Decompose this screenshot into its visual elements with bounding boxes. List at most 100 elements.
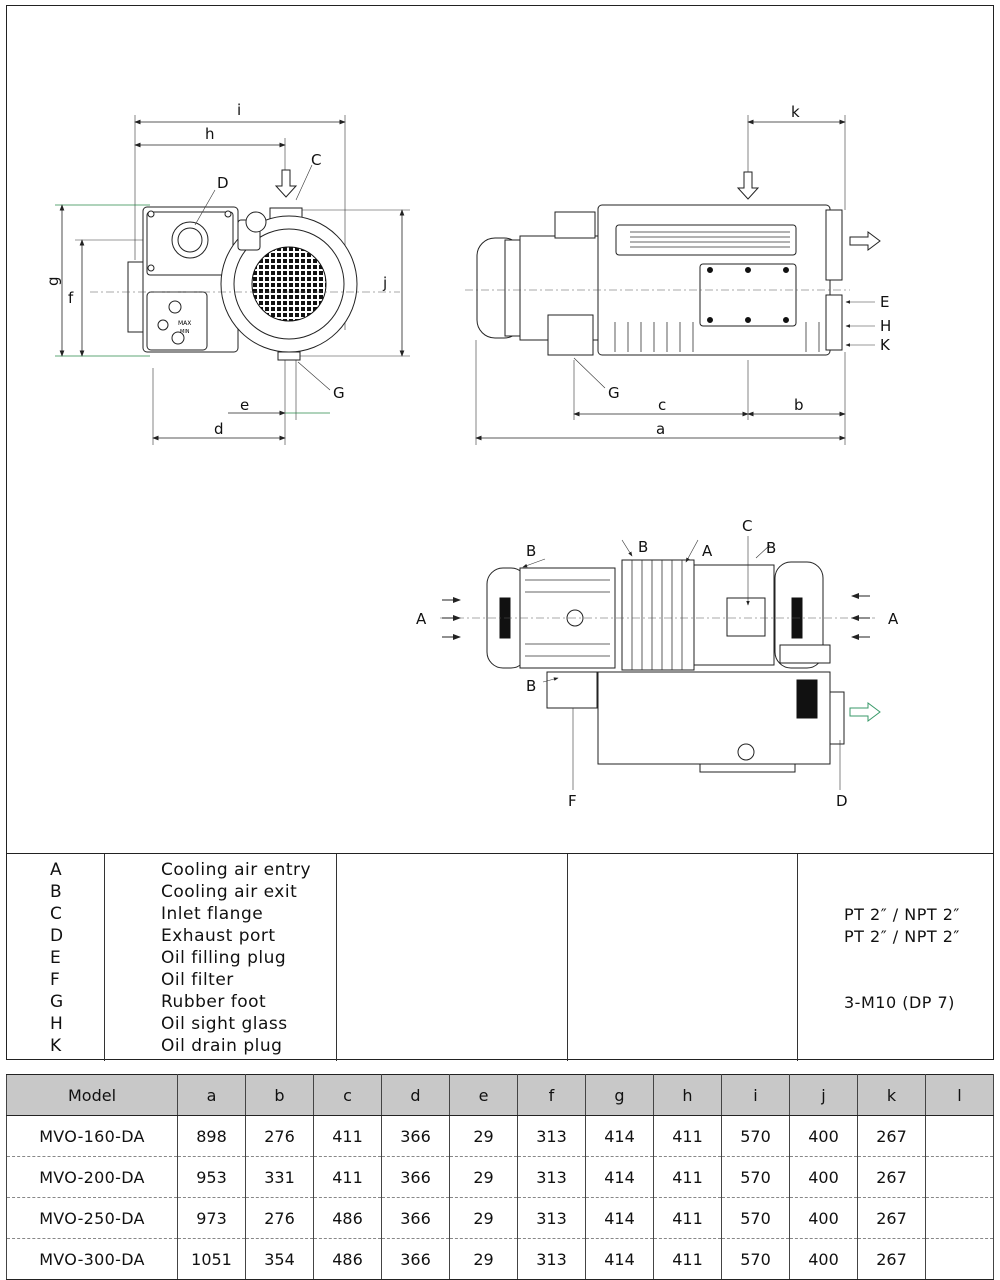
dimension-cell: 414	[585, 1238, 654, 1280]
dim-d-label: d	[214, 420, 224, 438]
dimension-cell: 267	[857, 1197, 926, 1239]
legend-letter: B	[50, 882, 63, 902]
model-cell: MVO-250-DA	[6, 1197, 178, 1239]
callout-d-top: D	[836, 792, 848, 810]
dimension-cell: 411	[653, 1115, 722, 1157]
legend-divider	[797, 854, 798, 1061]
callout-b-2: B	[638, 538, 648, 556]
dimension-cell: 570	[721, 1156, 790, 1198]
table-header-cell: Model	[6, 1074, 178, 1116]
dimension-cell: 486	[313, 1238, 382, 1280]
front-view: i h g f j e d	[44, 101, 410, 445]
gauge-min-label: MIN	[180, 329, 190, 335]
dimension-cell: 267	[857, 1238, 926, 1280]
dimension-cell: 267	[857, 1156, 926, 1198]
dimension-cell: 898	[177, 1115, 246, 1157]
table-header-cell: a	[177, 1074, 246, 1116]
exhaust-spec: PT 2″ / NPT 2″	[844, 927, 960, 946]
legend-description: Oil filter	[161, 970, 234, 990]
dimension-cell: 29	[449, 1238, 518, 1280]
table-header-cell: i	[721, 1074, 790, 1116]
table-header-cell: h	[653, 1074, 722, 1116]
legend-letter: E	[50, 948, 62, 968]
dimension-cell: 267	[857, 1115, 926, 1157]
dimension-cell	[925, 1197, 994, 1239]
table-header-cell: g	[585, 1074, 654, 1116]
legend-description: Exhaust port	[161, 926, 276, 946]
table-header-cell: k	[857, 1074, 926, 1116]
callout-a-top: A	[702, 542, 713, 560]
legend-description: Cooling air exit	[161, 882, 298, 902]
legend-letter: H	[50, 1014, 64, 1034]
callout-b-4: B	[526, 677, 536, 695]
legend-description: Inlet flange	[161, 904, 264, 924]
dimension-cell: 313	[517, 1156, 586, 1198]
dimension-cell: 400	[789, 1238, 858, 1280]
dim-g-label: g	[44, 276, 62, 286]
callout-d-front: D	[217, 174, 229, 192]
callout-e-side: E	[880, 293, 889, 311]
foot-spec: 3-M10 (DP 7)	[844, 993, 955, 1012]
gauge-max-label: MAX	[178, 320, 191, 327]
table-header-cell: l	[925, 1074, 994, 1116]
dimension-cell: 411	[313, 1115, 382, 1157]
dimension-cell: 411	[653, 1238, 722, 1280]
legend-letter: G	[50, 992, 64, 1012]
legend-description: Oil filling plug	[161, 948, 287, 968]
model-cell: MVO-160-DA	[6, 1115, 178, 1157]
dimension-cell: 411	[653, 1197, 722, 1239]
dimension-cell: 486	[313, 1197, 382, 1239]
dimension-cell	[925, 1156, 994, 1198]
inlet-spec: PT 2″ / NPT 2″	[844, 905, 960, 924]
dimension-cell: 953	[177, 1156, 246, 1198]
model-cell: MVO-300-DA	[6, 1238, 178, 1280]
dimension-cell: 570	[721, 1238, 790, 1280]
dimension-cell: 29	[449, 1115, 518, 1157]
callout-g-front: G	[333, 384, 345, 402]
dimension-cell: 400	[789, 1115, 858, 1157]
dim-e-label: e	[240, 396, 249, 414]
table-header-cell: e	[449, 1074, 518, 1116]
dimension-cell: 570	[721, 1115, 790, 1157]
callout-b-3: B	[766, 539, 776, 557]
callout-k-side: K	[880, 336, 891, 354]
callout-a-left: A	[416, 610, 427, 628]
legend-letter: F	[50, 970, 61, 990]
model-cell: MVO-200-DA	[6, 1156, 178, 1198]
legend-letter: D	[50, 926, 64, 946]
legend-divider	[567, 854, 568, 1061]
top-view: A A A B B B B C F D	[416, 517, 899, 810]
legend-description: Oil drain plug	[161, 1036, 283, 1056]
dimension-cell: 366	[381, 1197, 450, 1239]
legend-description: Cooling air entry	[161, 860, 312, 880]
dimension-cell: 1051	[177, 1238, 246, 1280]
dimension-cell: 366	[381, 1115, 450, 1157]
dim-k-label: k	[791, 103, 800, 121]
dimension-cell: 276	[245, 1115, 314, 1157]
callout-b-1: B	[526, 542, 536, 560]
table-header-cell: b	[245, 1074, 314, 1116]
dimension-cell: 276	[245, 1197, 314, 1239]
dimension-cell: 400	[789, 1197, 858, 1239]
dim-j-label: j	[382, 274, 387, 292]
callout-c-top: C	[742, 517, 752, 535]
dimension-cell	[925, 1115, 994, 1157]
dimension-cell: 414	[585, 1197, 654, 1239]
callout-c-front: C	[311, 151, 321, 169]
dimension-cell	[925, 1238, 994, 1280]
callout-f-top: F	[568, 792, 577, 810]
side-view: k E H	[465, 103, 891, 445]
table-header-cell: j	[789, 1074, 858, 1116]
callout-a-right: A	[888, 610, 899, 628]
callout-h-side: H	[880, 317, 891, 335]
dimension-cell: 29	[449, 1197, 518, 1239]
dim-a-label: a	[656, 420, 665, 438]
dimension-cell: 400	[789, 1156, 858, 1198]
dimension-cell: 366	[381, 1156, 450, 1198]
